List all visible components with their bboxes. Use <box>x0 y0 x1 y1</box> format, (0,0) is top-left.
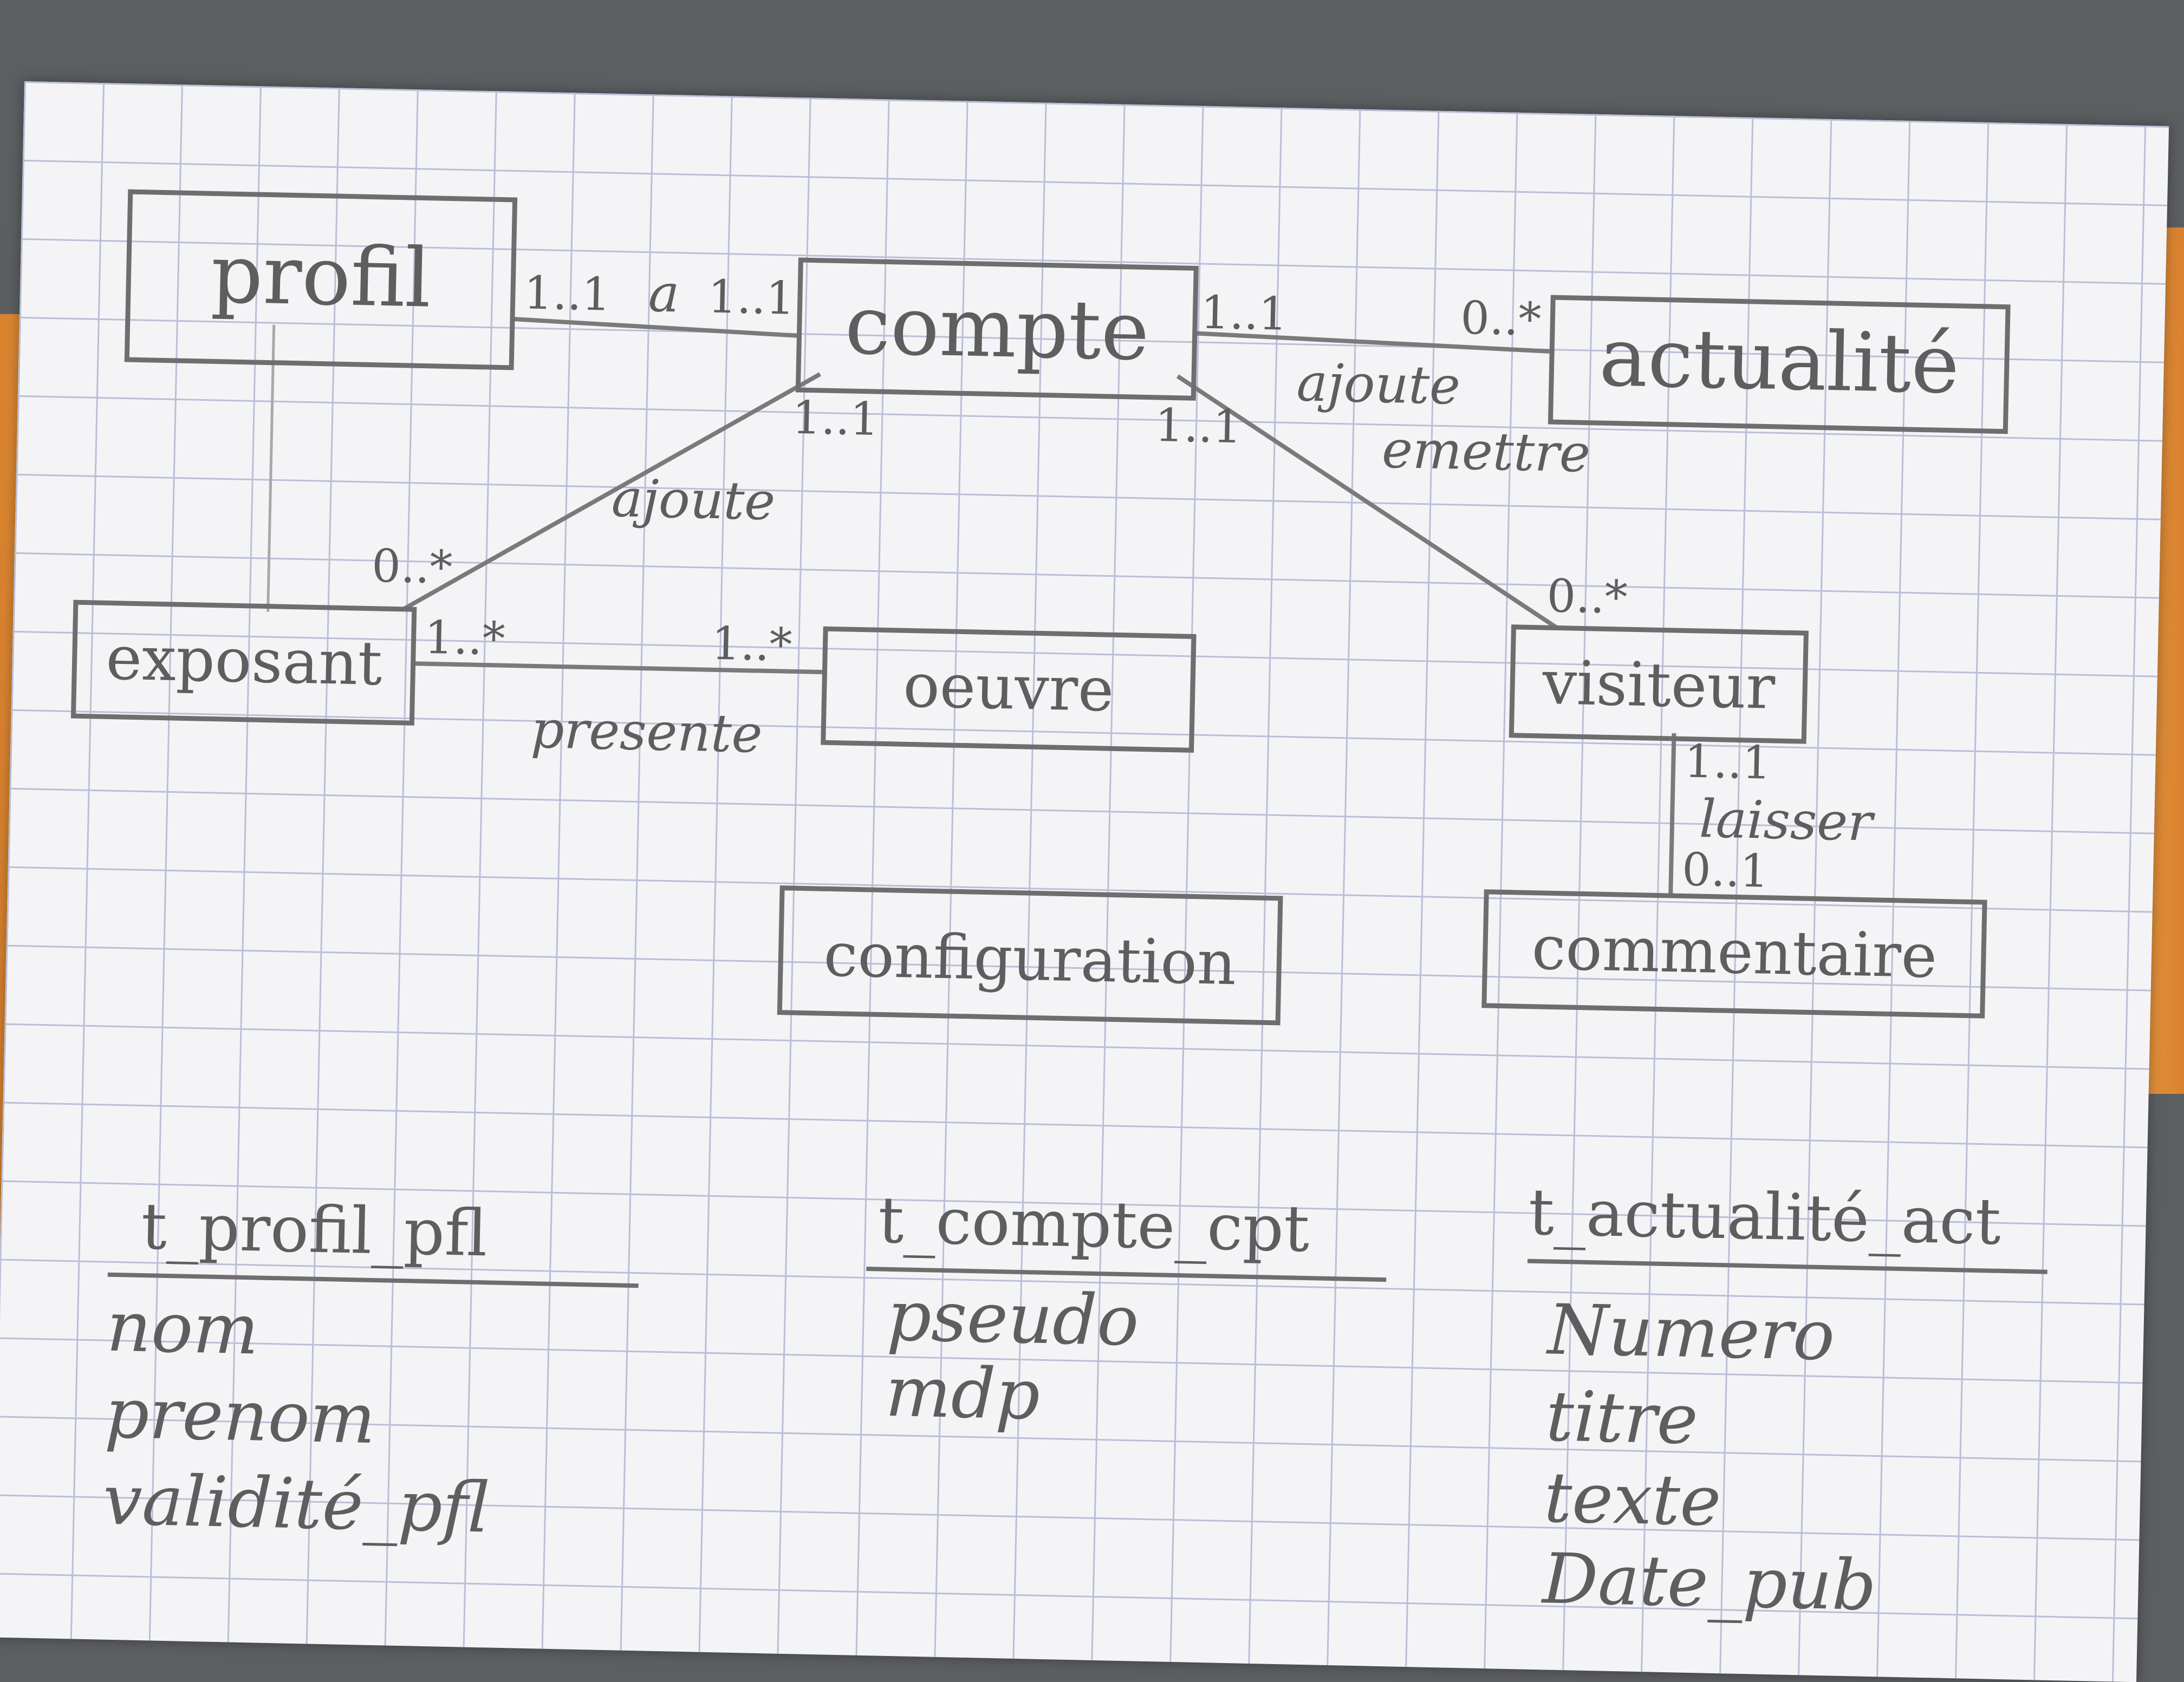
table-compte: t_compte_cpt pseudo mdp <box>866 1182 1387 1436</box>
class-box-actualite: actualité <box>1548 295 2011 434</box>
table-attr: prenom <box>104 1373 376 1459</box>
mult-profil-compte-profil: 1..1 <box>523 266 611 321</box>
label-visiteur-commentaire: laisser <box>1699 788 1876 853</box>
edge-compte-visiteur <box>1176 374 1558 630</box>
class-name-profil: profil <box>210 227 432 325</box>
edge-profil-exposant-faint <box>266 324 276 612</box>
class-name-actualite: actualité <box>1598 310 1960 412</box>
class-name-visiteur: visiteur <box>1541 648 1776 723</box>
class-box-visiteur: visiteur <box>1509 624 1809 744</box>
table-attr: mdp <box>885 1352 1041 1436</box>
label-exposant-oeuvre: presente <box>530 699 763 765</box>
class-name-exposant: exposant <box>105 623 383 699</box>
table-name-actualite: t_actualité_act <box>1528 1175 2001 1259</box>
class-box-exposant: exposant <box>70 599 417 726</box>
mult-compte-actualite-actualite: 0..* <box>1460 291 1542 346</box>
edge-visiteur-commentaire <box>1668 733 1676 896</box>
table-attr: Numero <box>1545 1289 1836 1376</box>
class-name-compte: compte <box>844 278 1150 379</box>
mult-compte-exposant-compte: 1..1 <box>791 391 879 446</box>
table-attr: nom <box>106 1287 259 1371</box>
class-box-oeuvre: oeuvre <box>821 626 1197 753</box>
mult-compte-actualite-compte: 1..1 <box>1200 286 1288 341</box>
edge-exposant-oeuvre <box>413 661 825 675</box>
class-name-configuration: configuration <box>823 920 1237 999</box>
edge-compte-actualite <box>1194 331 1552 354</box>
edge-compte-exposant <box>402 372 821 611</box>
class-diagram: profil compte actualité exposant oeuvre … <box>70 189 2047 1626</box>
class-box-commentaire: commentaire <box>1481 889 1987 1019</box>
grid-paper-sheet: profil compte actualité exposant oeuvre … <box>0 81 2169 1682</box>
label-compte-visiteur: emettre <box>1381 419 1591 484</box>
class-name-oeuvre: oeuvre <box>902 650 1115 725</box>
edge-profil-compte <box>512 316 800 338</box>
label-profil-compte: a <box>648 263 680 324</box>
table-profil: t_profil_pfl nom prenom validité_pfl <box>102 1189 639 1549</box>
label-compte-exposant: ajoute <box>611 468 776 532</box>
mult-profil-compte-compte: 1..1 <box>707 270 795 325</box>
class-box-profil: profil <box>124 189 518 370</box>
label-compte-actualite: ajoute <box>1296 352 1461 416</box>
table-actualite: t_actualité_act Numero titre texte Date_… <box>1527 1175 2047 1626</box>
table-attr: pseudo <box>886 1276 1140 1362</box>
class-box-compte: compte <box>795 257 1199 401</box>
mult-exposant-oeuvre-exposant: 1..* <box>424 611 506 666</box>
table-attr: texte <box>1543 1457 1722 1542</box>
table-attr: titre <box>1545 1376 1699 1460</box>
table-attr: Date_pub <box>1540 1538 1877 1626</box>
table-name-compte: t_compte_cpt <box>877 1182 1310 1266</box>
mult-compte-visiteur-visiteur: 0..* <box>1546 569 1628 624</box>
mult-compte-visiteur-compte: 1..1 <box>1154 399 1242 453</box>
mult-exposant-oeuvre-oeuvre: 1..* <box>711 617 793 672</box>
class-name-commentaire: commentaire <box>1531 913 1938 992</box>
mult-compte-exposant-exposant: 0..* <box>371 539 453 594</box>
mult-visiteur-commentaire-commentaire: 0..1 <box>1681 843 1769 897</box>
table-attr: validité_pfl <box>102 1460 490 1549</box>
class-box-configuration: configuration <box>777 885 1283 1026</box>
mult-visiteur-commentaire-visiteur: 1..1 <box>1683 734 1771 789</box>
table-name-profil: t_profil_pfl <box>140 1189 488 1270</box>
